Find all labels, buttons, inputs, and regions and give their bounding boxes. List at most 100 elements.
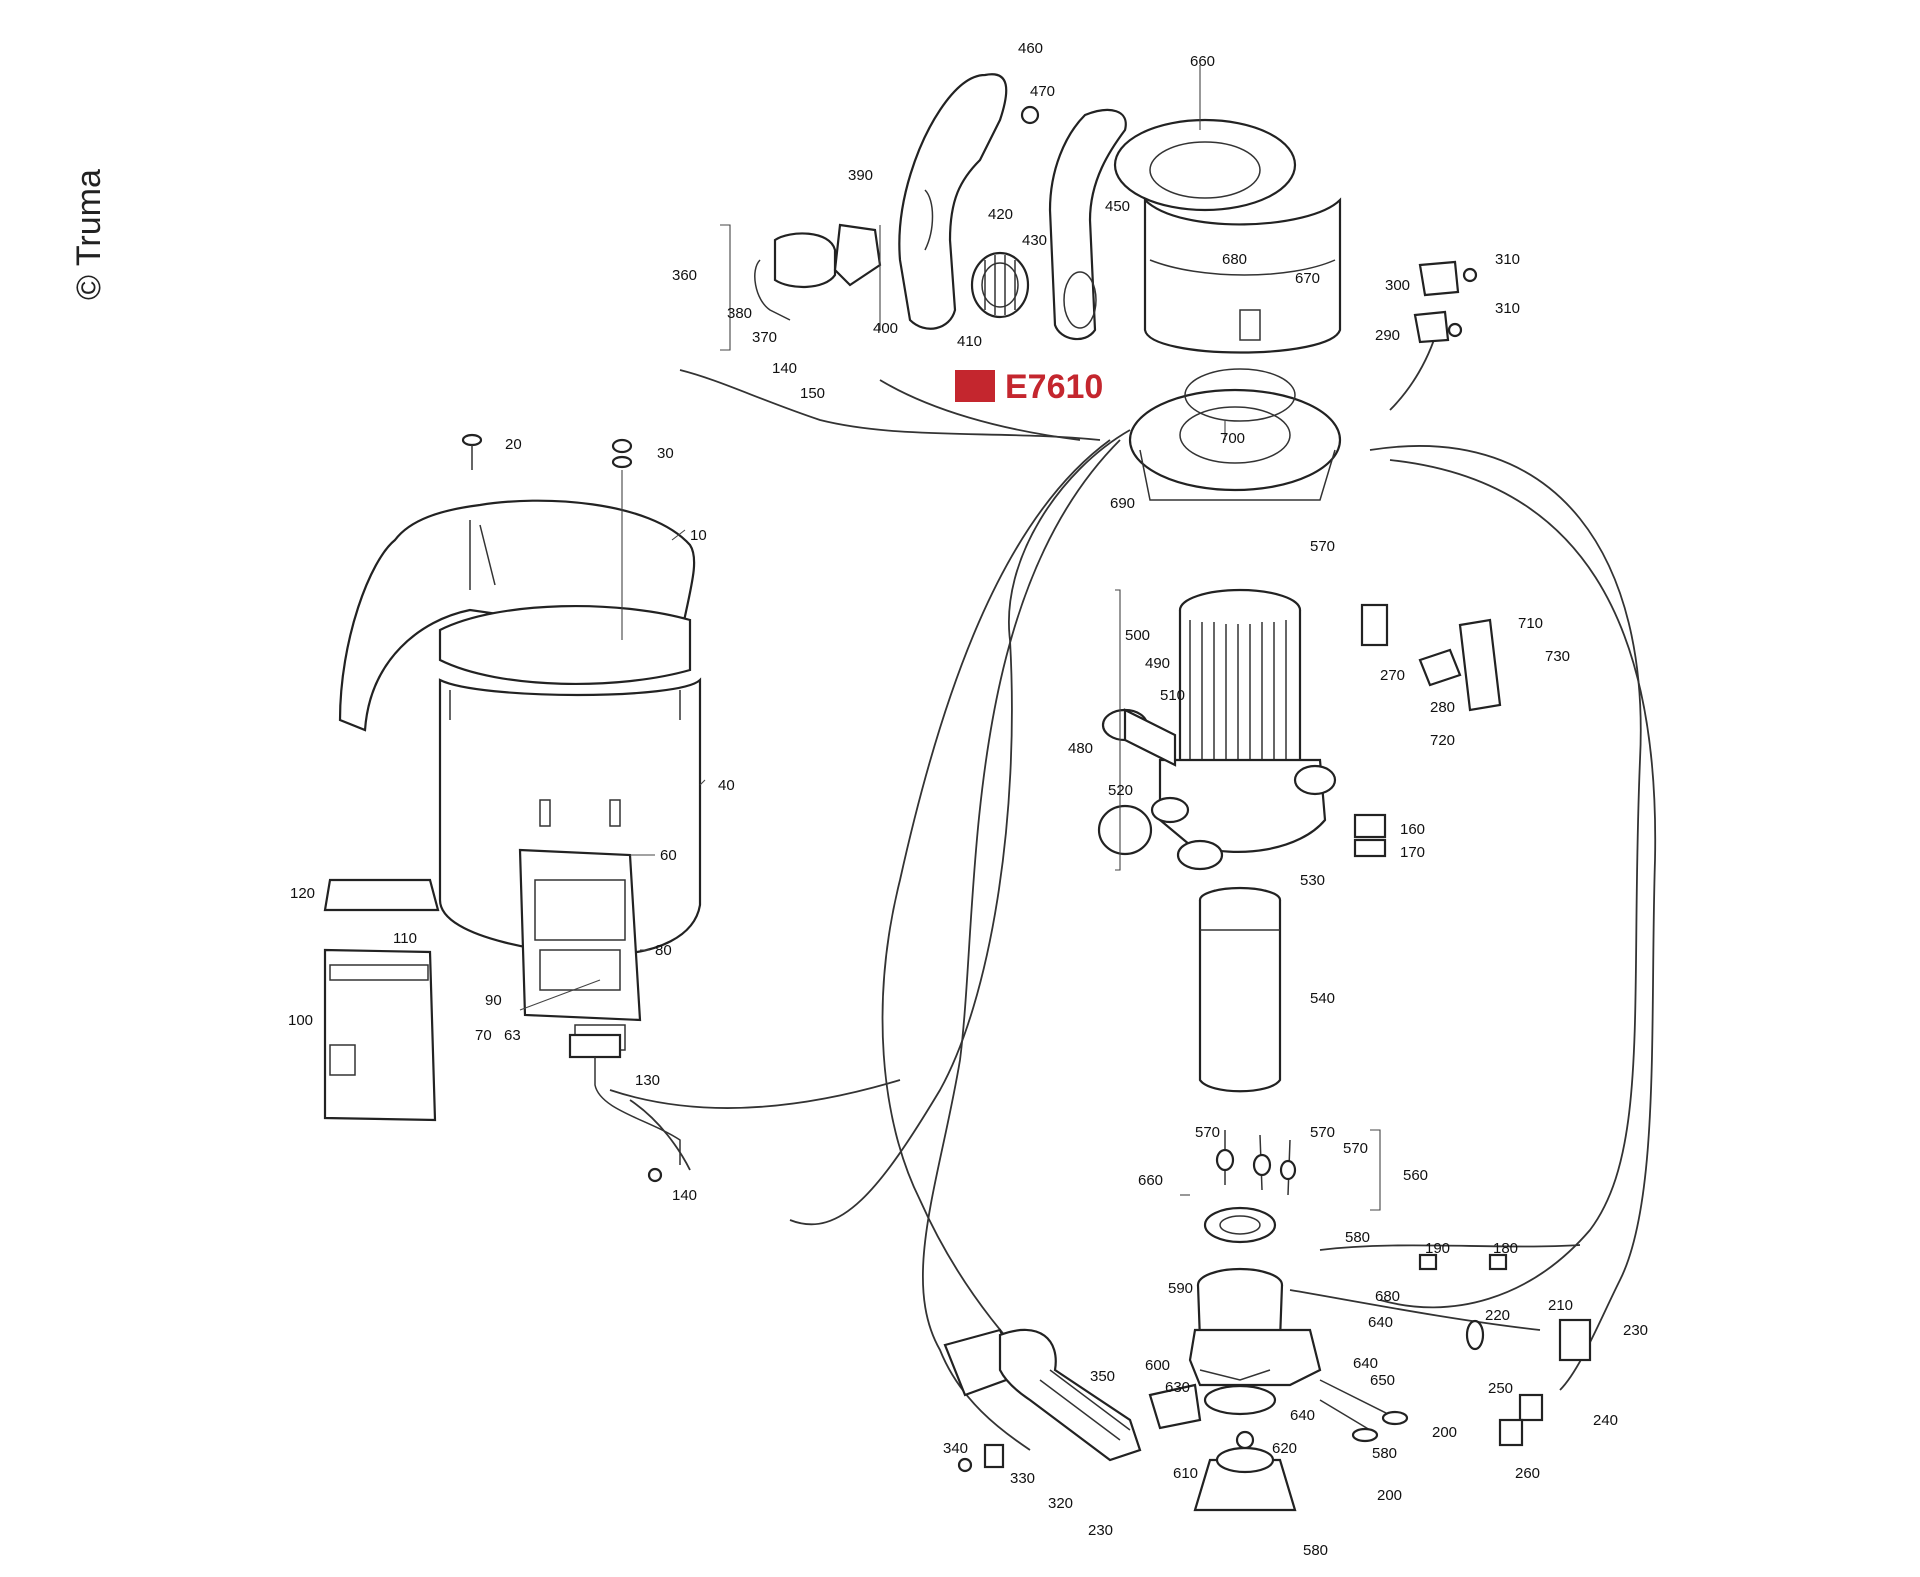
label-230b: 230 <box>1088 1522 1113 1539</box>
bracket-290 <box>1413 310 1463 344</box>
label-650: 650 <box>1370 1372 1395 1389</box>
impeller-420 <box>970 251 1030 319</box>
gasket-630 <box>1148 1383 1277 1430</box>
label-640b: 640 <box>1353 1355 1378 1372</box>
label-370: 370 <box>752 329 777 346</box>
label-630: 630 <box>1165 1379 1190 1396</box>
label-450: 450 <box>1105 198 1130 215</box>
label-700: 700 <box>1220 430 1245 447</box>
blower-duct-350 <box>943 1328 1142 1462</box>
label-300: 300 <box>1385 277 1410 294</box>
label-290: 290 <box>1375 327 1400 344</box>
label-320: 320 <box>1048 1495 1073 1512</box>
exhaust-tube-540 <box>1198 886 1282 1093</box>
electronics-board-60 <box>518 848 642 1051</box>
label-580a: 580 <box>1345 1229 1370 1246</box>
label-110: 110 <box>393 930 417 947</box>
casing-cylinder-40 <box>438 677 702 957</box>
label-350: 350 <box>1090 1368 1115 1385</box>
manifold-housing <box>1097 708 1337 871</box>
label-660b: 660 <box>1138 1172 1163 1189</box>
label-580b: 580 <box>1372 1445 1397 1462</box>
label-570a: 570 <box>1310 538 1335 555</box>
label-500: 500 <box>1125 627 1150 644</box>
copyright-text: © Truma <box>70 169 108 300</box>
label-570d: 570 <box>1343 1140 1368 1157</box>
ignition-electrodes-560 <box>1215 1130 1297 1196</box>
label-610: 610 <box>1173 1465 1198 1482</box>
label-570b: 570 <box>1195 1124 1220 1141</box>
label-360: 360 <box>672 267 697 284</box>
label-270: 270 <box>1380 667 1405 684</box>
label-520: 520 <box>1108 782 1133 799</box>
label-240: 240 <box>1593 1412 1618 1429</box>
label-160: 160 <box>1400 821 1425 838</box>
label-70: 70 <box>475 1027 492 1044</box>
label-130: 130 <box>635 1072 660 1089</box>
wiring-harness <box>609 319 1657 1451</box>
pump-620 <box>1193 1430 1297 1512</box>
label-480: 480 <box>1068 740 1093 757</box>
label-490: 490 <box>1145 655 1170 672</box>
screw-20 <box>461 433 483 470</box>
label-200b: 200 <box>1377 1487 1402 1504</box>
label-690: 690 <box>1110 495 1135 512</box>
combustion-chamber <box>1188 1267 1322 1387</box>
label-30: 30 <box>657 445 674 462</box>
label-640c: 640 <box>1290 1407 1315 1424</box>
label-380: 380 <box>727 305 752 322</box>
label-660a: 660 <box>1190 53 1215 70</box>
label-80: 80 <box>655 942 672 959</box>
label-200a: 200 <box>1432 1424 1457 1441</box>
connector-130 <box>568 1033 681 1183</box>
sensor-cluster-210 <box>1418 1253 1592 1447</box>
label-170: 170 <box>1400 844 1425 861</box>
label-140b: 140 <box>672 1187 697 1204</box>
bracket-300 <box>1418 260 1478 297</box>
label-20: 20 <box>505 436 522 453</box>
label-90: 90 <box>485 992 502 1009</box>
label-230a: 230 <box>1623 1322 1648 1339</box>
label-710: 710 <box>1518 615 1543 632</box>
label-400: 400 <box>873 320 898 337</box>
clip-160 <box>1353 813 1387 858</box>
label-530: 530 <box>1300 872 1325 889</box>
fuel-line-200 <box>1319 1379 1409 1443</box>
label-120: 120 <box>290 885 315 902</box>
connector-330 <box>957 1443 1005 1473</box>
label-280: 280 <box>1430 699 1455 716</box>
label-330: 330 <box>1010 1470 1035 1487</box>
heat-exchanger-660 <box>1113 118 1342 354</box>
label-100: 100 <box>288 1012 313 1029</box>
label-460: 460 <box>1018 40 1043 57</box>
fan-motor-380 <box>754 223 882 321</box>
label-720: 720 <box>1430 732 1455 749</box>
label-250: 250 <box>1488 1380 1513 1397</box>
control-box-100 <box>323 878 440 1122</box>
label-140a: 140 <box>772 360 797 377</box>
label-590: 590 <box>1168 1280 1193 1297</box>
label-680b: 680 <box>1375 1288 1400 1305</box>
label-470: 470 <box>1030 83 1055 100</box>
nut-30 <box>611 438 633 640</box>
label-310b: 310 <box>1495 300 1520 317</box>
label-620: 620 <box>1272 1440 1297 1457</box>
highlight-code: E7610 <box>1005 368 1103 406</box>
fuse-holder-270 <box>1360 603 1502 712</box>
label-510: 510 <box>1160 687 1185 704</box>
label-640a: 640 <box>1368 1314 1393 1331</box>
label-390: 390 <box>848 167 873 184</box>
base-plate-700 <box>1128 368 1342 501</box>
label-220: 220 <box>1485 1307 1510 1324</box>
label-580c: 580 <box>1303 1542 1328 1559</box>
label-63: 63 <box>504 1027 521 1044</box>
label-310a: 310 <box>1495 251 1520 268</box>
label-430: 430 <box>1022 232 1047 249</box>
label-540: 540 <box>1310 990 1335 1007</box>
air-shroud-450 <box>1048 108 1127 341</box>
label-600: 600 <box>1145 1357 1170 1374</box>
label-340: 340 <box>943 1440 968 1457</box>
burner-plate <box>1203 1206 1277 1244</box>
label-210: 210 <box>1548 1297 1573 1314</box>
